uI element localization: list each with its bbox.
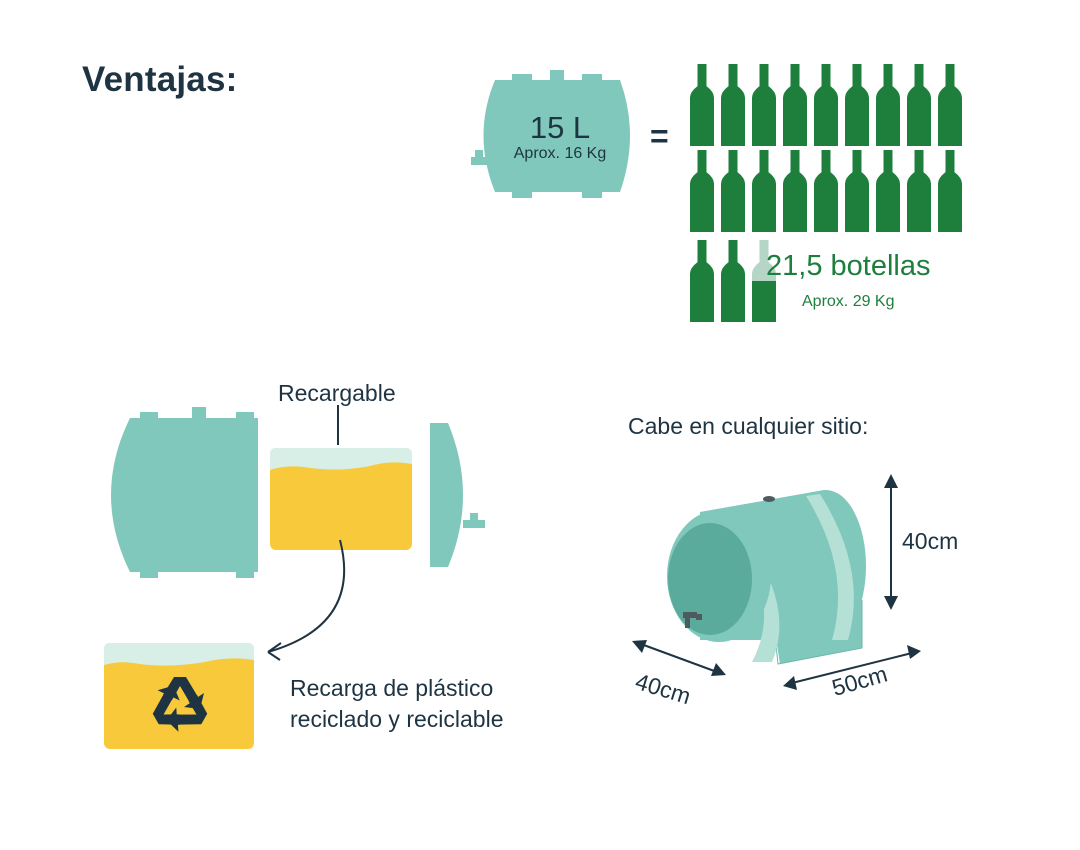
barrel-icon [471, 70, 630, 198]
depth-arrow [632, 640, 726, 676]
bottle-icon [690, 150, 714, 232]
barrel-weight: Aprox. 16 Kg [513, 145, 607, 162]
bottle-icon [938, 64, 962, 146]
recycled-label-line1: Recarga de plástico [290, 675, 494, 701]
bottle-icon [938, 150, 962, 232]
bottle-icon [814, 64, 838, 146]
barrel-right-half [430, 423, 485, 567]
fits-anywhere-title: Cabe en cualquier sitio: [628, 413, 869, 439]
bottle-icon [690, 64, 714, 146]
barrel-volume: 15 L [529, 110, 591, 145]
bottle-icon [752, 150, 776, 232]
width-arrow [783, 645, 921, 690]
bottle-icon [783, 64, 807, 146]
equals-sign: = [650, 118, 669, 154]
bottle-icon [690, 240, 714, 322]
barrel-left-half [111, 407, 258, 578]
height-dimension-label: 40cm [902, 528, 959, 554]
height-arrow [884, 474, 898, 610]
bottles-count-label: 21,5 botellas [766, 250, 931, 282]
bottle-icon [907, 64, 931, 146]
bottle-icon [845, 64, 869, 146]
bottle-grid [690, 64, 962, 322]
bottle-icon [721, 150, 745, 232]
recycle-icon [152, 677, 208, 732]
refill-container [270, 448, 412, 550]
bottle-icon [845, 150, 869, 232]
refillable-label: Recargable [278, 380, 396, 406]
tap-icon [683, 612, 702, 628]
bottle-icon [907, 150, 931, 232]
page-title: Ventajas: [82, 60, 238, 99]
bottle-icon [783, 150, 807, 232]
bottle-icon [752, 64, 776, 146]
barrel-3d [667, 490, 866, 665]
bottle-icon [814, 150, 838, 232]
recycled-container [104, 643, 254, 749]
bottle-icon [876, 150, 900, 232]
bottle-icon [876, 64, 900, 146]
bottle-icon [721, 64, 745, 146]
bottles-weight-label: Aprox. 29 Kg [802, 293, 895, 310]
bottle-icon [721, 240, 745, 322]
recycled-label-line2: reciclado y reciclable [290, 706, 504, 732]
curved-arrow [267, 539, 346, 661]
